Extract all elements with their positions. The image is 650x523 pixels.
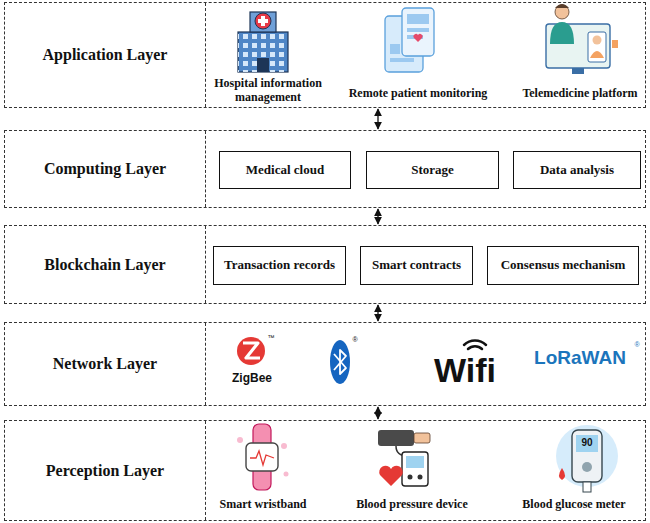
- layer-title: Blockchain Layer: [44, 256, 165, 274]
- blood-pressure-icon: [378, 430, 430, 486]
- band-divider: [205, 226, 206, 303]
- layer-title: Application Layer: [43, 46, 168, 64]
- box-label: Consensus mechanism: [501, 258, 626, 273]
- logo-text: Wifi: [420, 350, 510, 391]
- process-box: Consensus mechanism: [487, 246, 639, 285]
- band-heading-cell: Network Layer: [5, 323, 205, 405]
- process-box: Medical cloud: [219, 151, 351, 189]
- process-box: Data analysis: [513, 151, 641, 189]
- double-arrow: [377, 407, 378, 419]
- telemedicine-icon: [546, 4, 618, 74]
- band-heading-cell: Perception Layer: [5, 421, 205, 520]
- bluetooth-logo: [330, 340, 350, 384]
- layer-band: Blockchain Layer Transaction records Smart…: [4, 225, 646, 304]
- double-arrow: [377, 209, 378, 224]
- band-divider: [205, 323, 206, 405]
- double-arrow: [377, 305, 378, 321]
- item-caption: Telemedicine platform: [515, 86, 645, 100]
- trademark-mark: ®: [349, 336, 361, 344]
- process-box: Transaction records: [213, 246, 346, 285]
- process-box: Smart contracts: [360, 246, 473, 285]
- layer-title: Perception Layer: [46, 462, 164, 480]
- item-caption: Blood glucose meter: [509, 497, 639, 511]
- item-caption: Hospital information management: [212, 76, 324, 105]
- wifi-waves: [464, 341, 486, 349]
- band-heading-cell: Blockchain Layer: [5, 226, 205, 303]
- layer-title: Network Layer: [53, 355, 157, 373]
- box-label: Medical cloud: [246, 163, 324, 178]
- box-label: Transaction records: [224, 258, 335, 273]
- wristband-icon: [237, 424, 289, 490]
- monitoring-icon: [385, 8, 434, 72]
- item-caption: Remote patient monitoring: [338, 86, 498, 100]
- layer-band: Computing Layer Medical cloud Storage Data …: [4, 130, 646, 208]
- glucose-meter-icon: [556, 425, 618, 492]
- item-caption: Smart wristband: [208, 497, 318, 511]
- zigbee-logo: [237, 337, 265, 365]
- box-label: Storage: [411, 163, 454, 178]
- band-divider: [205, 421, 206, 520]
- trademark-mark: ®: [631, 341, 643, 349]
- trademark-mark: ™: [264, 334, 278, 342]
- band-heading-cell: Computing Layer: [5, 131, 205, 207]
- logo-text: LoRaWAN: [530, 347, 630, 370]
- box-label: Smart contracts: [372, 258, 461, 273]
- double-arrow: [377, 109, 378, 129]
- layer-title: Computing Layer: [44, 160, 166, 178]
- band-divider: [205, 131, 206, 207]
- band-divider: [205, 3, 206, 107]
- display-reading: 90: [576, 437, 598, 449]
- band-heading-cell: Application Layer: [5, 3, 205, 107]
- item-caption: Blood pressure device: [342, 497, 482, 511]
- box-label: Data analysis: [540, 163, 614, 178]
- hospital-icon: [238, 12, 288, 72]
- logo-text: ZigBee: [222, 371, 282, 385]
- process-box: Storage: [366, 151, 499, 189]
